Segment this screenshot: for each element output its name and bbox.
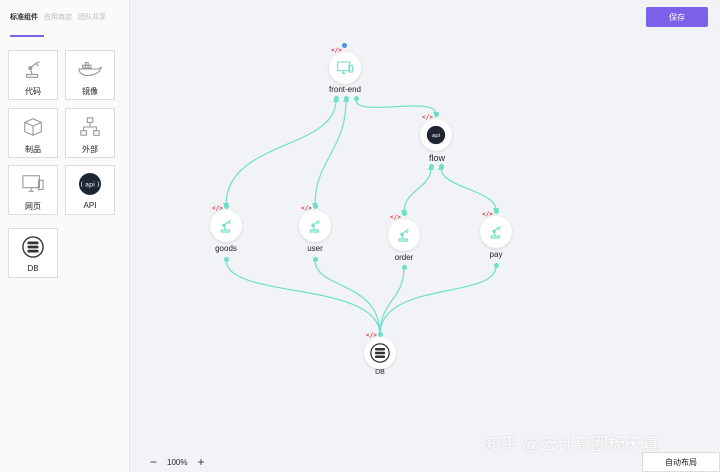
watermark: 知乎 @云计算圈杨天真 <box>484 435 659 454</box>
tab-team-share[interactable]: 团队共享 <box>78 14 106 21</box>
node-pay[interactable]: </> <box>480 211 512 248</box>
zoom-in-button[interactable]: + <box>197 455 205 469</box>
port-user-in[interactable] <box>313 204 318 209</box>
zoom-level: 100% <box>167 457 188 467</box>
node-label-order: order <box>394 253 414 262</box>
node-frontend[interactable]: </> <box>329 47 361 84</box>
component-db[interactable]: DB <box>8 228 58 278</box>
api-icon: ( api ) <box>77 172 103 196</box>
database-icon <box>370 343 390 363</box>
robot-arm-icon <box>398 229 409 242</box>
robot-arm-icon <box>490 226 501 239</box>
port-goods-out[interactable] <box>224 257 229 262</box>
zoom-out-button[interactable]: − <box>150 455 158 469</box>
zoom-controls: − 100% + <box>150 455 205 469</box>
component-sidebar: 标准组件 应用商店 团队共享 代码 镜像 制品 外部 网页 ( api <box>0 0 130 472</box>
port-user-out[interactable] <box>313 257 318 262</box>
component-api[interactable]: ( api ) API <box>65 165 115 215</box>
port-flow-in[interactable] <box>434 112 439 117</box>
docker-icon <box>77 57 103 81</box>
node-label-flow: flow <box>428 153 445 163</box>
node-label-goods: goods <box>215 244 237 253</box>
node-label-user: user <box>307 244 323 253</box>
port-frontend-out-1[interactable] <box>334 96 339 101</box>
topology-canvas[interactable]: 保存 <box>131 0 720 472</box>
node-flow[interactable]: </> api <box>420 114 452 151</box>
component-image[interactable]: 镜像 <box>65 50 115 100</box>
box-icon <box>20 115 46 139</box>
robot-arm-icon <box>20 57 46 81</box>
port-flow-out-1[interactable] <box>429 164 434 169</box>
component-code[interactable]: 代码 <box>8 50 58 100</box>
node-db[interactable]: </> <box>364 332 396 369</box>
node-label-pay: pay <box>489 250 503 259</box>
port-frontend-out-2[interactable] <box>344 96 349 101</box>
auto-layout-button[interactable]: 自动布局 <box>642 452 720 472</box>
active-tab-indicator <box>10 35 44 37</box>
monitor-icon <box>337 61 353 74</box>
network-icon <box>77 115 103 139</box>
component-webpage[interactable]: 网页 <box>8 165 58 215</box>
api-icon: api <box>426 125 446 145</box>
port-frontend-in[interactable] <box>342 43 347 48</box>
port-db-in[interactable] <box>378 332 383 337</box>
tab-app-store[interactable]: 应用商店 <box>44 14 72 21</box>
port-order-out[interactable] <box>402 265 407 270</box>
node-label-frontend: front-end <box>328 85 362 94</box>
port-flow-out-2[interactable] <box>439 164 444 169</box>
node-label-db: DB <box>375 369 385 376</box>
port-order-in[interactable] <box>402 211 407 216</box>
svg-text:api: api <box>432 133 440 139</box>
port-goods-in[interactable] <box>224 204 229 209</box>
node-goods[interactable]: </> <box>210 205 242 242</box>
component-external[interactable]: 外部 <box>65 108 115 158</box>
component-artifact[interactable]: 制品 <box>8 108 58 158</box>
port-pay-out[interactable] <box>494 263 499 268</box>
save-button[interactable]: 保存 <box>646 7 708 27</box>
node-order[interactable]: </> <box>388 214 420 251</box>
port-frontend-out-3[interactable] <box>354 96 359 101</box>
svg-text:( api ): ( api ) <box>80 181 99 189</box>
node-user[interactable]: </> <box>299 205 331 242</box>
robot-arm-icon <box>309 220 320 233</box>
tab-standard-components[interactable]: 标准组件 <box>10 14 38 21</box>
robot-arm-icon <box>220 220 231 233</box>
port-pay-in[interactable] <box>494 209 499 214</box>
sidebar-tabs: 标准组件 应用商店 团队共享 <box>10 12 106 22</box>
database-icon <box>20 235 46 259</box>
monitor-icon <box>20 172 46 196</box>
